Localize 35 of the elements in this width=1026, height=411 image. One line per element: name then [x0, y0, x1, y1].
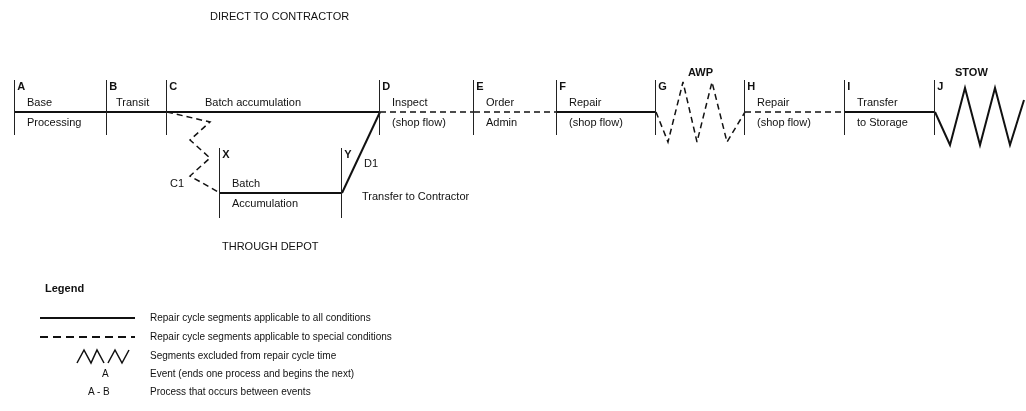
legend-text: Repair cycle segments applicable to special conditions [150, 331, 392, 343]
legend-symbol: A [102, 367, 109, 380]
legend-heading: Legend [45, 282, 85, 295]
edge-label: Transfer to Contractor [362, 189, 470, 204]
legend-text: Event (ends one process and begins the next) [150, 368, 355, 380]
edge-label: AWP [688, 65, 714, 80]
segment-line [341, 111, 381, 194]
edge-label: Order Admin [486, 95, 519, 130]
legend-text: Process that occurs between events [150, 386, 311, 398]
edge-label: Batch accumulation [205, 95, 302, 110]
edge-label: Batch Accumulation [232, 176, 300, 211]
edge-label: Base Processing [27, 95, 83, 130]
segment-line [844, 111, 936, 113]
edge-label: Inspect (shop flow) [392, 95, 447, 130]
legend-text: Repair cycle segments applicable to all conditions [150, 312, 371, 324]
edge-label: STOW [955, 65, 988, 80]
segment-line [556, 111, 657, 113]
text-label: C1 [170, 177, 185, 190]
legend-text: Segments excluded from repair cycle time [150, 350, 337, 362]
segment-line [106, 111, 168, 113]
edge-label: Repair (shop flow) [757, 95, 812, 130]
text-label: DIRECT TO CONTRACTOR [210, 10, 350, 23]
segment-line [219, 192, 343, 194]
zigzag-line [934, 84, 1025, 149]
edge-label: Transfer to Storage [857, 95, 909, 130]
segment-line [473, 111, 558, 113]
zigzag-line [655, 81, 746, 145]
segment-line [14, 111, 108, 113]
edge-label: Transit [116, 95, 151, 110]
edge-label: Repair (shop flow) [569, 95, 624, 130]
segment-line [379, 111, 475, 113]
text-label: THROUGH DEPOT [222, 240, 319, 253]
legend-symbol: A - B [88, 385, 110, 398]
segment-line [166, 111, 381, 113]
text-label: D1 [364, 157, 379, 170]
